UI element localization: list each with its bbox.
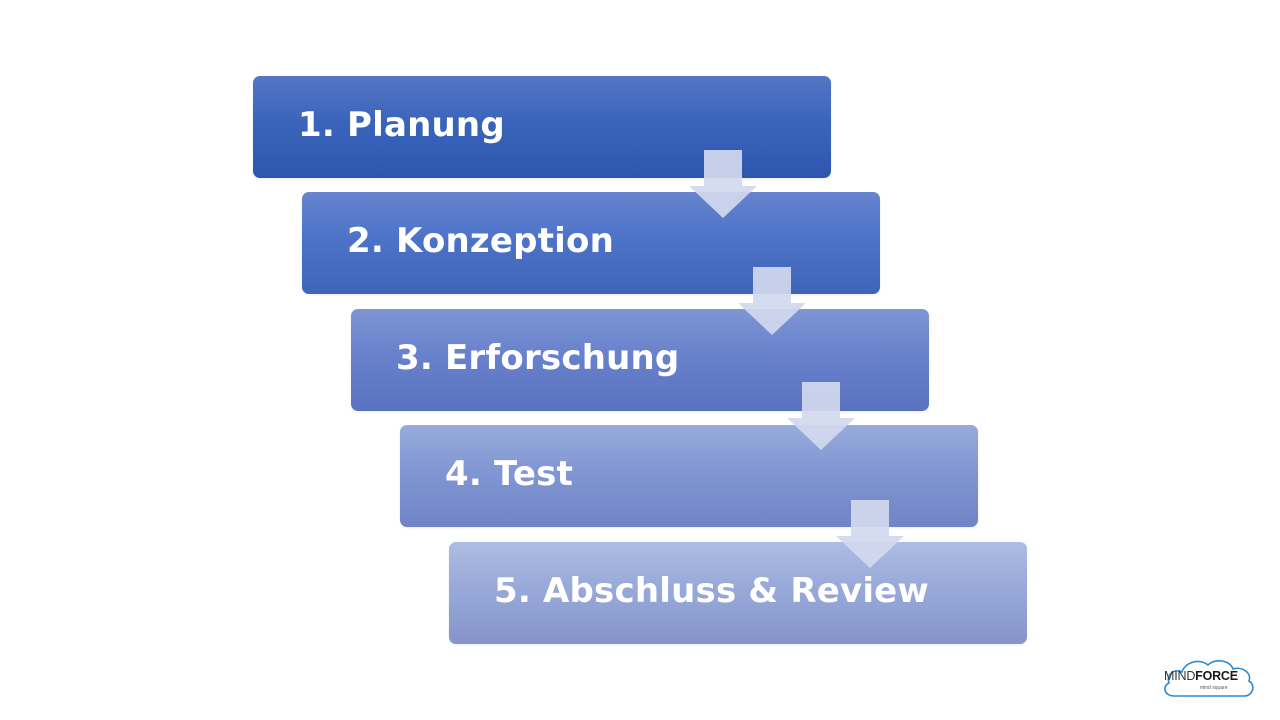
step-label: 1. Planung: [298, 105, 505, 145]
logo-wordmark: MINDFORCE: [1164, 669, 1238, 683]
mindforce-logo: MINDFORCE mind square: [1160, 656, 1256, 700]
down-arrow-icon: [738, 267, 806, 335]
down-arrow-icon: [787, 382, 855, 450]
down-arrow-icon: [689, 150, 757, 218]
logo-tagline: mind square: [1200, 685, 1228, 691]
step-label: 2. Konzeption: [347, 221, 614, 261]
cloud-icon: [1164, 660, 1254, 697]
step-abschluss-review: 5. Abschluss & Review: [449, 542, 1027, 644]
step-label: 3. Erforschung: [396, 338, 680, 378]
step-planung: 1. Planung: [253, 76, 831, 178]
step-label: 4. Test: [445, 454, 574, 494]
step-label: 5. Abschluss & Review: [494, 571, 930, 611]
down-arrow-icon: [836, 500, 904, 568]
